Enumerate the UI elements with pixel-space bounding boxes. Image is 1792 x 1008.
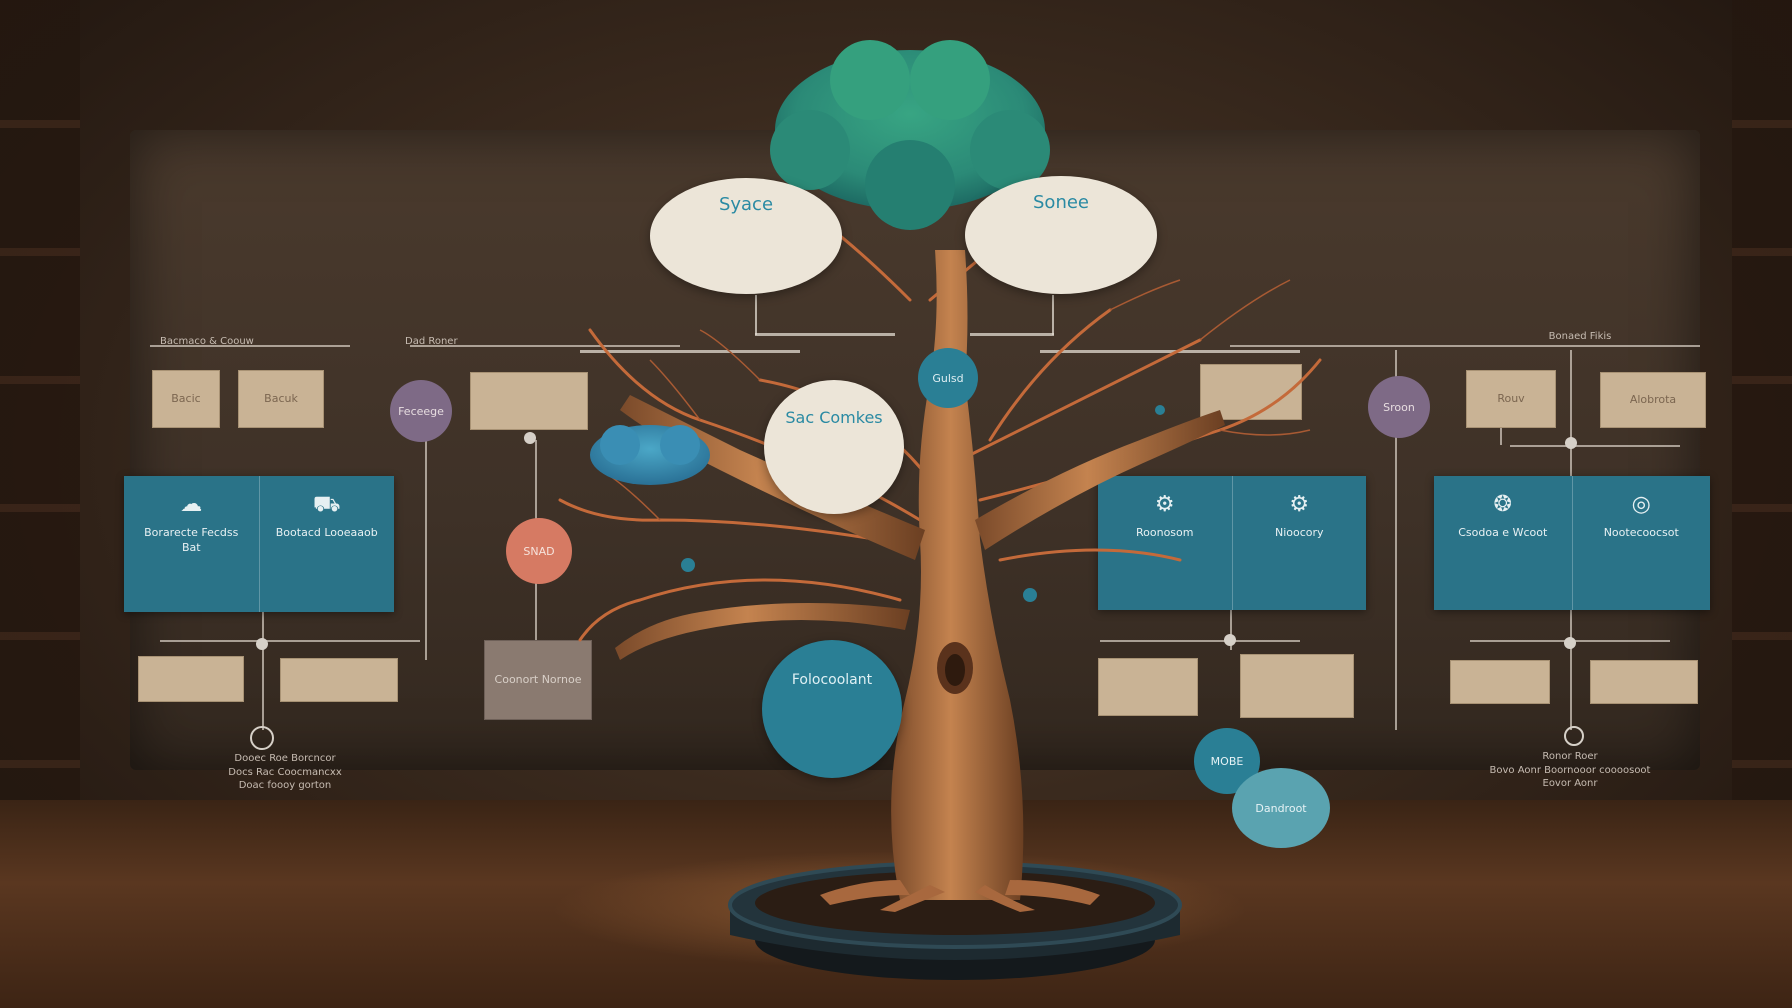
branch-bead xyxy=(681,558,695,572)
connector-line xyxy=(1100,640,1300,642)
footnote-right: Ronor Roer Bovo Aonr Boornooor coooosoot… xyxy=(1489,751,1651,789)
bookshelf-right xyxy=(1732,0,1792,820)
info-tag xyxy=(1098,658,1198,716)
panel-title: Nootecoocsot xyxy=(1603,525,1679,539)
info-tag xyxy=(1590,660,1698,704)
header-label-left-2: Dad Roner xyxy=(405,336,458,347)
bubble-title: Syace xyxy=(718,194,774,215)
connector-line xyxy=(425,390,427,660)
dot-left-orange: SNAD xyxy=(506,518,572,584)
connector-line xyxy=(262,610,264,730)
panel-title: Bootacd Looeaaob xyxy=(275,525,378,539)
branch-bead xyxy=(1023,588,1037,602)
info-tag xyxy=(138,656,244,702)
connector-node xyxy=(524,432,536,444)
bubble-body xyxy=(762,688,902,700)
connector-line xyxy=(1230,345,1700,347)
panel-title: Nioocory xyxy=(1274,525,1324,539)
info-panel-mid-right: ⚙ Roonosom ⚙ Nioocory xyxy=(1098,476,1366,610)
connector-line xyxy=(410,345,680,347)
info-tag: Bacuk xyxy=(238,370,324,428)
connector-line xyxy=(755,333,895,336)
connector-node xyxy=(1564,637,1576,649)
bubble-left: Syace xyxy=(650,178,842,294)
info-tag xyxy=(1240,654,1354,718)
panel-title: Roonosom xyxy=(1136,525,1194,539)
panel-section: ⚙ Nioocory xyxy=(1233,476,1367,610)
panel-title: Borarecte Fecdss Bat xyxy=(144,525,239,554)
branch-bead xyxy=(1155,405,1165,415)
dot-right-purple: Sroon xyxy=(1368,376,1430,438)
bookshelf-left xyxy=(0,0,80,820)
info-tag: Bacic xyxy=(152,370,220,428)
connector-line xyxy=(150,345,350,347)
connector-line xyxy=(1040,350,1300,353)
bubble-bottom: Folocoolant xyxy=(762,640,902,778)
connector-line xyxy=(160,640,420,642)
connector-line xyxy=(1052,295,1054,335)
header-label-left: Bacmaco & Coouw xyxy=(160,336,254,347)
connector-node xyxy=(1564,726,1584,746)
info-panel-left: ☁ Borarecte Fecdss Bat ⛟ Bootacd Looeaao… xyxy=(124,476,394,612)
info-panel-far-right: ❂ Csodoa e Wcoot ◎ Nootecoocsot xyxy=(1434,476,1710,610)
dot-mobe: MOBE xyxy=(1194,728,1260,794)
footnote-left: Dooec Roe Borcncor Docs Rac Coocmancxx D… xyxy=(228,753,342,791)
bubble-right: Sonee xyxy=(965,176,1157,294)
gear-icon: ⚙ xyxy=(1154,492,1175,517)
bubble-title: Sonee xyxy=(1033,192,1089,213)
dot-dandrout: Dandroot xyxy=(1232,768,1330,848)
panel-title: Csodoa e Wcoot xyxy=(1458,525,1548,539)
tree-canopy xyxy=(770,40,1050,230)
lower-branch-left xyxy=(615,602,910,660)
connector-node xyxy=(256,638,268,650)
globe-icon: ◎ xyxy=(1631,492,1651,517)
connector-node xyxy=(250,726,274,750)
connector-line xyxy=(755,295,757,335)
bubble-title: Folocoolant xyxy=(791,672,873,688)
info-tag: Rouv xyxy=(1466,370,1556,428)
tree-trunk xyxy=(891,250,1024,900)
dot-left-purple: Feceege xyxy=(390,380,452,442)
info-tag: Coonort Nornoe xyxy=(484,640,592,720)
connector-line xyxy=(1395,350,1397,730)
twigs xyxy=(599,279,1311,521)
bubble-body xyxy=(764,427,904,435)
connector-line xyxy=(1510,445,1680,447)
panel-section: ☁ Borarecte Fecdss Bat xyxy=(124,476,260,612)
connector-line xyxy=(970,333,1054,336)
truck-icon: ⛟ xyxy=(312,492,341,517)
dot-trunk-top: Gulsd xyxy=(918,348,978,408)
bubble-title: Sac Comkes xyxy=(785,408,883,427)
thick-branch-right xyxy=(975,410,1225,550)
panel-section: ◎ Nootecoocsot xyxy=(1573,476,1711,610)
info-tag xyxy=(470,372,588,430)
info-tag xyxy=(1450,660,1550,704)
cloud-icon: ☁ xyxy=(180,492,203,517)
connector-node xyxy=(1565,437,1577,449)
bubble-center: Sac Comkes xyxy=(764,380,904,514)
info-tag xyxy=(1200,364,1302,420)
info-tag xyxy=(280,658,398,702)
panel-section: ⚙ Roonosom xyxy=(1098,476,1233,610)
tree-roots xyxy=(820,880,1100,912)
panel-section: ❂ Csodoa e Wcoot xyxy=(1434,476,1573,610)
gear-icon: ⚙ xyxy=(1289,492,1310,517)
small-blue-canopy xyxy=(590,425,710,485)
brain-icon: ❂ xyxy=(1493,492,1512,517)
bubble-body xyxy=(650,215,842,227)
connector-line xyxy=(580,350,800,353)
connector-node xyxy=(1224,634,1236,646)
info-tag: Alobrota xyxy=(1600,372,1706,428)
panel-section: ⛟ Bootacd Looeaaob xyxy=(260,476,395,612)
header-label-right: Bonaed Fikis xyxy=(1548,331,1612,342)
bubble-body xyxy=(965,213,1157,225)
